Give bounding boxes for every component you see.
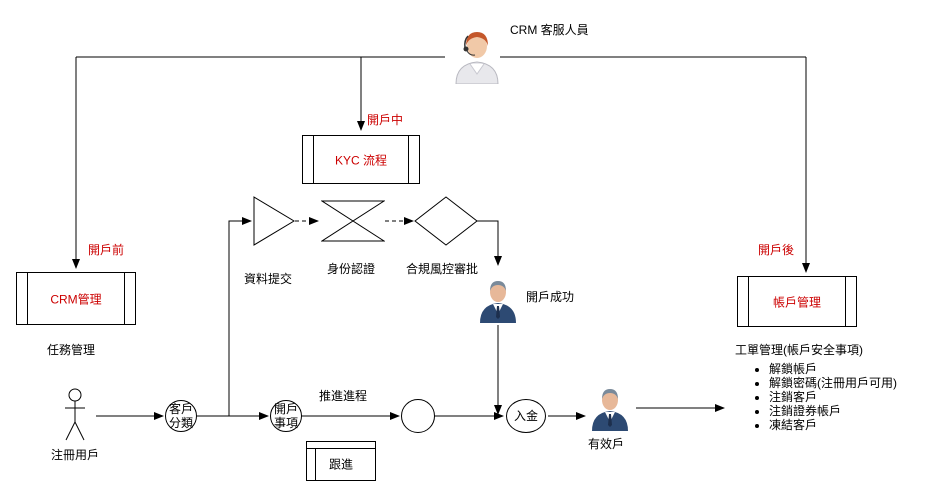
triangle-process-icon (253, 196, 295, 246)
work-order-title: 工單管理(帳戶安全事項) (735, 343, 863, 357)
list-item: 注銷客戶 (769, 390, 897, 404)
task-management-label: 任務管理 (47, 343, 96, 357)
phase-before-label: 開戶前 (88, 243, 125, 257)
list-item: 解鎖帳戶 (769, 362, 897, 376)
list-item: 注銷證券帳戶 (769, 404, 897, 418)
crm-staff-label: CRM 客服人員 (510, 23, 589, 37)
work-order-list: 解鎖帳戶 解鎖密碼(注冊用戶可用) 注銷客戶 注銷證券帳戶 凍結客戶 (751, 362, 897, 432)
phase-after-label: 開戶後 (758, 243, 795, 257)
list-item: 解鎖密碼(注冊用戶可用) (769, 376, 897, 390)
empty-node[interactable] (401, 399, 435, 433)
register-user-label: 注冊用戶 (51, 448, 100, 462)
deposit-node-label: 入金 (513, 409, 538, 423)
deposit-node[interactable]: 入金 (506, 399, 546, 433)
step-compliance-label: 合規風控審批 (406, 262, 479, 276)
step-submit-label: 資料提交 (244, 272, 293, 286)
items-node-label: 開戶 事項 (273, 402, 298, 430)
phase-during-label: 開戶中 (367, 113, 404, 127)
account-management-box[interactable]: 帳戶管理 (737, 276, 857, 327)
classify-node-label: 客戶 分類 (168, 402, 193, 430)
items-node[interactable]: 開戶 事項 (270, 400, 302, 432)
kyc-process-label: KYC 流程 (334, 153, 387, 167)
businessman-icon (590, 385, 630, 431)
stick-figure-icon (64, 388, 86, 442)
crm-management-label: CRM管理 (50, 292, 102, 306)
list-item: 凍結客戶 (769, 418, 897, 432)
step-identity-label: 身份認證 (327, 262, 376, 276)
valid-account-label: 有效戶 (588, 437, 625, 451)
diamond-decision-icon (414, 196, 478, 246)
follow-up-box[interactable]: 跟進 (306, 441, 376, 481)
hourglass-shape-icon (320, 200, 386, 242)
account-management-label: 帳戶管理 (772, 295, 821, 309)
follow-up-label: 跟進 (328, 457, 353, 472)
crm-management-box[interactable]: CRM管理 (16, 272, 136, 325)
classify-node[interactable]: 客戶 分類 (165, 400, 197, 432)
female-support-agent-icon (452, 26, 502, 85)
progress-label: 推進進程 (319, 389, 368, 403)
step-success-label: 開戶成功 (526, 290, 575, 304)
businessman-icon (478, 277, 518, 323)
kyc-process-box[interactable]: KYC 流程 (302, 135, 420, 184)
